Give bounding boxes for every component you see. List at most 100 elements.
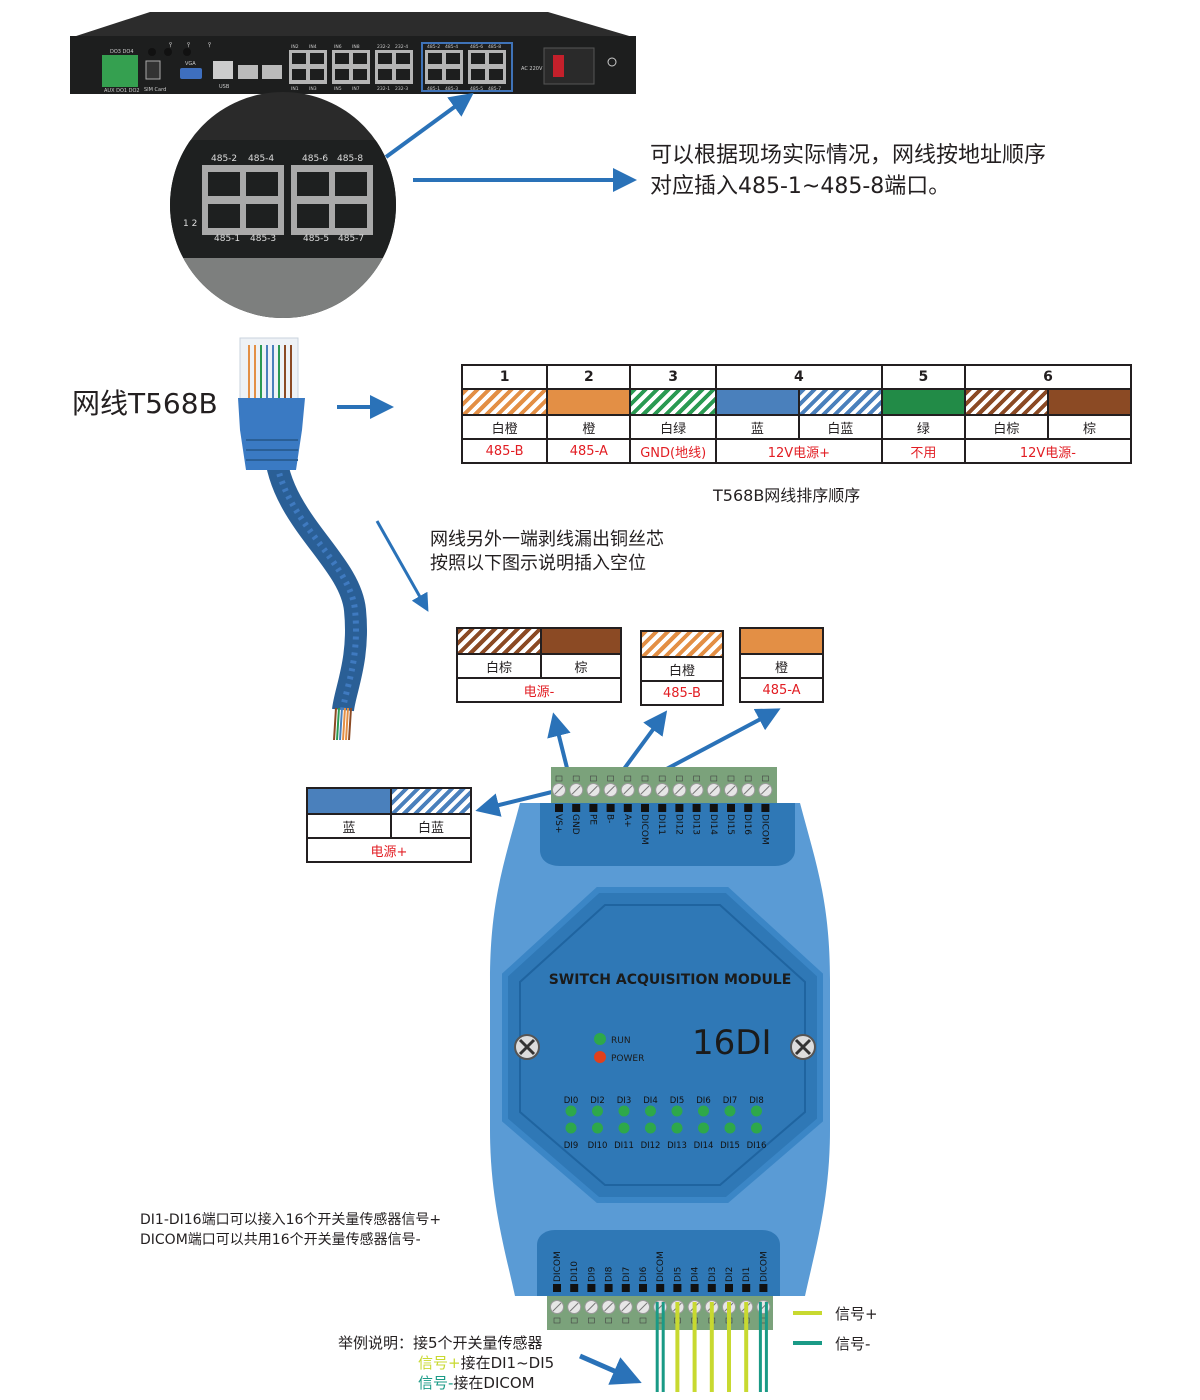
led-label: DI2 [590,1096,604,1106]
swatch-white-brown [456,627,542,655]
svg-text:VGA: VGA [185,61,196,67]
terminal-marker [621,1284,630,1292]
zoom-label: 485-8 [337,154,363,164]
t568b-table: 1 2 3 4 5 6 白橙 橙 白绿 蓝 白蓝 绿 白棕 棕 485-B 48… [460,364,1133,464]
swatch-white-brown [963,388,1049,416]
stripped-wires [333,707,352,741]
brown-pair-table: 白棕棕 电源- [456,627,622,703]
di-led [592,1105,603,1117]
rj45-port [378,53,392,64]
terminal-label: VS+ [553,814,563,833]
color-name: 白橙 [460,414,549,440]
di-led [698,1105,709,1117]
terminal-label: DI16 [742,814,752,835]
terminal-marker [589,804,598,812]
power-led [594,1051,606,1063]
terminal-marker [604,1284,613,1292]
swatch-green [880,388,966,416]
terminal-tab [572,775,580,782]
svg-text:AUX DO1 DO2: AUX DO1 DO2 [104,88,140,94]
port-label: IN1 [291,86,299,92]
terminal-tab [639,1317,647,1324]
terminal-marker [641,804,649,812]
color-name: 蓝 [714,414,800,440]
terminal-label: DI13 [691,814,701,835]
screw-slot [621,1302,631,1312]
di-led [671,1105,683,1117]
ethernet-port-1 [238,65,258,79]
vga-port [180,68,202,79]
terminal-label: DI2 [725,1267,735,1282]
swatch-white-blue [797,388,883,416]
swatch-brown [540,627,622,655]
rj45-port [489,69,503,80]
terminal-tab [622,1317,630,1324]
instruction-line: 可以根据现场实际情况，网线按地址顺序 [650,143,1047,168]
port-label: IN3 [309,86,317,92]
white-orange-table: 白橙 485-B [640,630,724,706]
power-socket [543,47,595,85]
pin-function: 485-B [640,680,724,706]
led-label: DI5 [670,1096,684,1106]
screw-slot [623,785,633,795]
led-label: DI13 [667,1141,687,1151]
terminal-marker [744,804,753,812]
zoom-label: 485-2 [211,154,237,164]
pin-function: 电源+ [306,837,472,863]
color-name: 白棕 [963,414,1049,440]
swatch-white-orange [460,388,549,416]
terminal-tab [605,1317,612,1324]
power-switch[interactable] [553,55,564,77]
color-name: 蓝 [306,813,392,839]
port-label: IN6 [334,44,342,50]
screw-slot [692,785,701,795]
terminal-marker [761,804,770,812]
screw-slot [761,785,770,795]
led-label: DI12 [641,1141,661,1151]
color-name: 白蓝 [797,414,883,440]
highlight-box-485 [421,42,513,92]
terminal-tab [693,775,700,782]
di-led [565,1122,577,1134]
pin-number: 1 [460,364,549,390]
terminal-label: DI10 [570,1261,580,1282]
led-label: DI16 [747,1141,767,1151]
zoom-label: 1 2 [183,219,197,229]
terminal-tab [570,1317,578,1324]
pin-function: GND(地线) [629,438,717,464]
terminal-label: DI14 [708,814,718,835]
rj45-port [396,69,410,80]
pin-function: 不用 [880,438,966,464]
blue-pair-table: 蓝白蓝 电源+ [306,787,472,863]
cable-label: 网线T568B [72,387,218,420]
rj45-port [310,69,324,80]
pin-number: 2 [546,364,632,390]
di-led [698,1122,709,1134]
terminal-marker [675,804,684,812]
led-label: DI7 [723,1096,737,1106]
strip-note-line: 网线另外一端剥线漏出铜丝芯 [430,529,664,550]
rj45-port [353,53,367,64]
zoom-label: 485-4 [248,154,274,164]
di-note-line: DICOM端口可以共用16个开关量传感器信号- [140,1232,421,1248]
zoom-label: 485-6 [302,154,328,164]
terminal-marker [656,1284,665,1292]
terminal-tab [588,1317,595,1324]
led-label: DI11 [614,1141,634,1151]
port-label: 232-1 [377,86,390,92]
terminal-label: DI1 [742,1267,752,1282]
terminal-label: DI3 [708,1267,718,1282]
terminal-label: A+ [622,814,632,828]
port-label: 485-2 [427,44,440,50]
rj45-cable [238,337,367,741]
di-led [751,1122,762,1134]
screw-slot [675,785,684,795]
led-label: DI10 [588,1141,608,1151]
rj45-port [489,53,503,64]
led-label: DI9 [564,1141,578,1151]
terminal-marker [553,1284,561,1292]
terminal-tab [727,775,735,782]
port-label: 485-8 [488,44,501,50]
run-label: RUN [611,1036,631,1046]
